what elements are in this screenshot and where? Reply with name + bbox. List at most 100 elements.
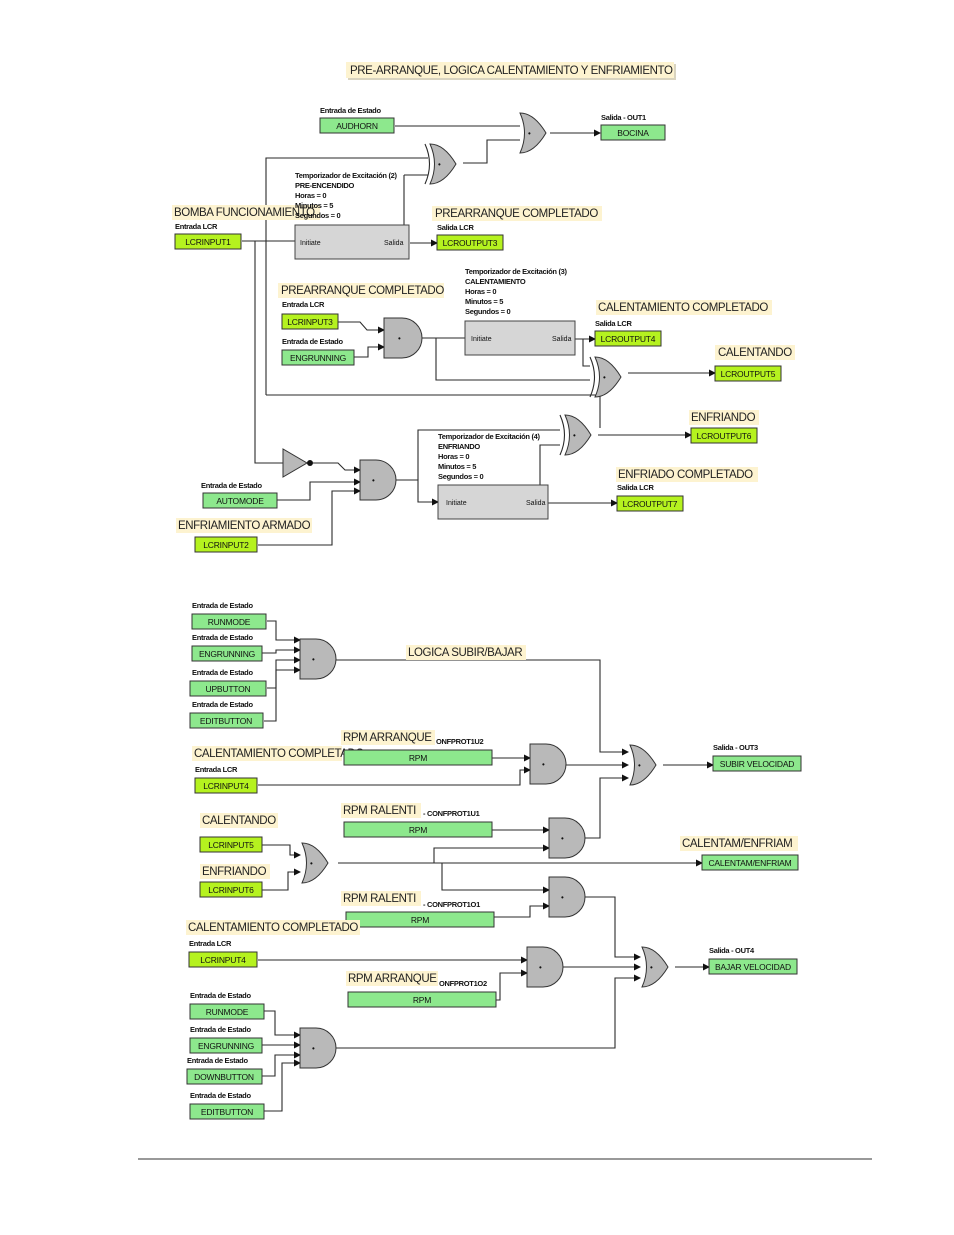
title-text: PRE-ARRANQUE, LOGICA CALENTAMIENTO Y ENF…	[350, 65, 673, 77]
svg-text:Horas = 0: Horas = 0	[465, 287, 496, 296]
svg-text:RPM RALENTI: RPM RALENTI	[343, 805, 416, 817]
svg-text:ONFPROT1O2: ONFPROT1O2	[439, 979, 487, 988]
block-lcroutput5: LCROUTPUT5	[714, 365, 782, 382]
svg-text:CALENTAMIENTO COMPLETADO: CALENTAMIENTO COMPLETADO	[598, 302, 768, 314]
svg-text:CALENTANDO: CALENTANDO	[202, 815, 276, 827]
block-editbutton-2: EDITBUTTON	[189, 1103, 265, 1120]
block-engrunning-3: ENGRUNNING	[189, 1037, 263, 1054]
and-gate-rpm-arranque-1: •	[529, 743, 567, 785]
svg-text:Entrada de Estado: Entrada de Estado	[320, 106, 381, 115]
svg-text:AUTOMODE: AUTOMODE	[216, 496, 264, 506]
note-prearranque-1: PREARRANQUE COMPLETADO	[432, 206, 602, 221]
svg-text:Salida: Salida	[384, 240, 404, 247]
svg-text:Entrada LCR: Entrada LCR	[175, 222, 218, 231]
svg-text:Salida LCR: Salida LCR	[617, 483, 654, 492]
svg-text:Initiate: Initiate	[446, 500, 467, 507]
svg-text:LCROUTPUT5: LCROUTPUT5	[721, 369, 776, 379]
svg-text:Entrada de Estado: Entrada de Estado	[187, 1056, 248, 1065]
block-calentam-enfriam: CALENTAM/ENFRIAM	[701, 854, 799, 871]
block-rpm-2: RPM	[343, 821, 493, 838]
svg-text:ENFRIANDO: ENFRIANDO	[202, 866, 267, 878]
svg-text:•: •	[650, 963, 653, 972]
svg-text:Minutos = 5: Minutos = 5	[465, 297, 503, 306]
svg-text:•: •	[528, 129, 531, 138]
svg-text:PREARRANQUE COMPLETADO: PREARRANQUE COMPLETADO	[435, 208, 598, 220]
svg-text:•: •	[561, 834, 564, 843]
svg-text:RPM RALENTI: RPM RALENTI	[343, 893, 416, 905]
svg-text:Salida - OUT3: Salida - OUT3	[713, 743, 758, 752]
svg-text:Salida LCR: Salida LCR	[595, 319, 632, 328]
svg-text:LCROUTPUT3: LCROUTPUT3	[443, 238, 498, 248]
block-lcrinput4-1: LCRINPUT4	[194, 777, 258, 794]
svg-text:Entrada de Estado: Entrada de Estado	[192, 601, 253, 610]
top-wires	[242, 125, 716, 546]
xor-gate-preencendido: •	[424, 143, 457, 185]
block-rpm-1: RPM	[343, 749, 493, 766]
svg-text:CALENTAM/ENFRIAM: CALENTAM/ENFRIAM	[682, 838, 792, 850]
and-gate-enfriamiento: •	[359, 459, 397, 501]
svg-text:Initiate: Initiate	[300, 240, 321, 247]
note-rpm-arranque-2: RPM ARRANQUE	[346, 971, 438, 986]
block-lcrinput2: LCRINPUT2	[194, 536, 258, 553]
block-lcrinput5: LCRINPUT5	[199, 836, 263, 853]
svg-text:•: •	[539, 963, 542, 972]
diagram-title: PRE-ARRANQUE, LOGICA CALENTAMIENTO Y ENF…	[346, 62, 676, 80]
svg-text:DOWNBUTTON: DOWNBUTTON	[194, 1072, 254, 1082]
svg-text:- CONFPROT1O1: - CONFPROT1O1	[423, 900, 480, 909]
svg-text:RPM: RPM	[409, 825, 427, 835]
svg-text:RPM: RPM	[413, 995, 431, 1005]
svg-text:Entrada de Estado: Entrada de Estado	[282, 337, 343, 346]
timer-preencendido-labels: Temporizador de Excitación (2) PRE-ENCEN…	[295, 171, 398, 220]
block-bajar-velocidad: BAJAR VELOCIDAD	[708, 958, 798, 975]
svg-text:UPBUTTON: UPBUTTON	[206, 684, 251, 694]
svg-text:Entrada de Estado: Entrada de Estado	[201, 481, 262, 490]
block-lcrinput4-2: LCRINPUT4	[188, 951, 258, 968]
note-calentando-2: CALENTANDO	[200, 813, 278, 828]
note-calentamiento-completado-1: CALENTAMIENTO COMPLETADO	[596, 300, 772, 315]
and-gate-subir: •	[299, 638, 337, 680]
svg-text:BOCINA: BOCINA	[617, 128, 649, 138]
svg-text:PREARRANQUE COMPLETADO: PREARRANQUE COMPLETADO	[281, 285, 444, 297]
svg-text:CALENTAMIENTO: CALENTAMIENTO	[465, 277, 526, 286]
svg-text:•: •	[561, 893, 564, 902]
svg-text:LCRINPUT4: LCRINPUT4	[200, 955, 246, 965]
svg-text:Initiate: Initiate	[471, 336, 492, 343]
svg-text:Entrada de Estado: Entrada de Estado	[190, 1025, 251, 1034]
block-runmode-2: RUNMODE	[189, 1003, 265, 1020]
svg-text:Temporizador de Excitación (4): Temporizador de Excitación (4)	[438, 432, 541, 441]
block-lcroutput4: LCROUTPUT4	[594, 330, 662, 347]
block-subir-velocidad: SUBIR VELOCIDAD	[712, 755, 802, 772]
svg-text:•: •	[573, 431, 576, 440]
svg-text:Temporizador de Excitación (3): Temporizador de Excitación (3)	[465, 267, 568, 276]
svg-text:Horas = 0: Horas = 0	[295, 191, 326, 200]
svg-text:Salida LCR: Salida LCR	[437, 223, 474, 232]
svg-text:LCRINPUT2: LCRINPUT2	[203, 540, 249, 550]
note-calentam-enfriam: CALENTAM/ENFRIAM	[680, 836, 798, 851]
block-runmode-1: RUNMODE	[191, 613, 267, 630]
block-editbutton-1: EDITBUTTON	[189, 712, 264, 729]
note-enfriado-completado: ENFRIADO COMPLETADO	[616, 467, 758, 482]
timer-enfriando-labels: Temporizador de Excitación (4) ENFRIANDO…	[438, 432, 541, 481]
svg-text:Entrada LCR: Entrada LCR	[195, 765, 238, 774]
svg-text:LCRINPUT1: LCRINPUT1	[185, 237, 231, 247]
svg-text:LCRINPUT4: LCRINPUT4	[203, 781, 249, 791]
svg-text:LCRINPUT6: LCRINPUT6	[208, 885, 254, 895]
block-lcroutput6: LCROUTPUT6	[690, 427, 758, 444]
svg-text:Entrada de Estado: Entrada de Estado	[192, 700, 253, 709]
and-gate-rpm-ralenti-2: •	[548, 876, 586, 918]
svg-text:LCROUTPUT4: LCROUTPUT4	[601, 334, 656, 344]
block-automode: AUTOMODE	[202, 492, 278, 509]
svg-text:RUNMODE: RUNMODE	[208, 617, 251, 627]
svg-text:•: •	[638, 761, 641, 770]
xor-gate-enfriando: •	[559, 414, 592, 456]
svg-text:ENFRIADO COMPLETADO: ENFRIADO COMPLETADO	[618, 469, 753, 481]
block-rpm-3: RPM	[345, 911, 495, 928]
svg-text:Segundos = 0: Segundos = 0	[438, 472, 483, 481]
svg-text:ONFPROT1U2: ONFPROT1U2	[436, 737, 484, 746]
and-gate-bajar: •	[299, 1027, 337, 1069]
svg-text:Temporizador de Excitación (2): Temporizador de Excitación (2)	[295, 171, 398, 180]
svg-text:LCRINPUT3: LCRINPUT3	[287, 317, 333, 327]
svg-text:LOGICA SUBIR/BAJAR: LOGICA SUBIR/BAJAR	[408, 647, 522, 659]
timer-enfriando: Initiate Salida	[437, 484, 549, 520]
